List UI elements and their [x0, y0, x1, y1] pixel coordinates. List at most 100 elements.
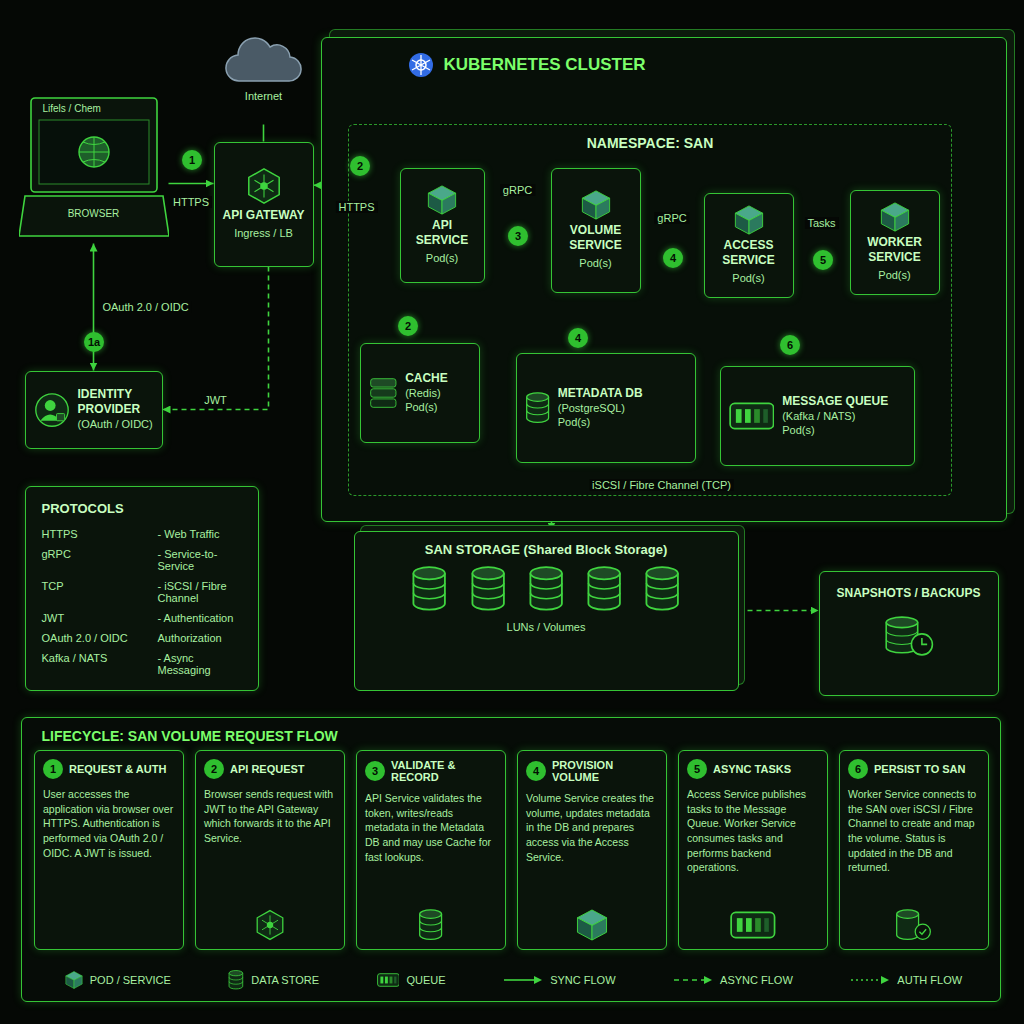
store-subtitle: (OAuth / OIDC) — [78, 417, 153, 431]
step-title: PROVISION VOLUME — [552, 759, 658, 783]
step-title: REQUEST & AUTH — [69, 763, 166, 775]
step-icon — [196, 909, 344, 941]
cube-icon — [581, 190, 611, 220]
connector-label: iSCSI / Fibre Channel (TCP) — [589, 479, 734, 491]
legend-row: POD / SERVICEDATA STOREQUEUESYNC FLOWASY… — [36, 966, 991, 994]
svc-node: WORKER SERVICEPod(s) — [850, 190, 940, 295]
step-body: Access Service publishes tasks to the Me… — [687, 787, 819, 875]
row-node: CACHE(Redis)Pod(s) — [360, 343, 480, 443]
database-check-icon — [895, 909, 932, 941]
card-node: 1 REQUEST & AUTH User accesses the applica… — [34, 750, 184, 950]
step-title: API REQUEST — [230, 763, 305, 775]
table-heading: PROTOCOLS — [42, 501, 242, 516]
card-node: 4PROVISION VOLUMEVolume Service creates … — [517, 750, 667, 950]
card-header: 5 ASYNC TASKS — [687, 759, 819, 779]
cube-icon — [65, 971, 83, 989]
protocol-use: Authorization — [158, 632, 242, 644]
callout-number: 2 — [350, 156, 370, 176]
service-title: WORKER SERVICE — [857, 235, 933, 265]
namespace-title: NAMESPACE: SAN — [349, 135, 951, 151]
k8s-node: KUBERNETES CLUSTER NAMESPACE: SAN API SERV… — [321, 37, 1007, 522]
step-icon — [357, 909, 505, 941]
row-node: IDENTITY PROVIDER(OAuth / OIDC) — [25, 371, 163, 449]
card-header: 3 VALIDATE & RECORD — [365, 759, 497, 783]
step-body: User accesses the application via browse… — [43, 787, 175, 860]
connector — [169, 183, 214, 185]
callout-number: 1a — [84, 332, 104, 352]
legend-item: ASYNC FLOW — [673, 974, 793, 986]
backup-title: SNAPSHOTS / BACKUPS — [836, 586, 980, 601]
cache-stack-icon — [369, 377, 398, 409]
connector-label: JWT — [201, 394, 230, 406]
svc-node: API SERVICE Pod(s) — [400, 168, 485, 283]
legend-text: QUEUE — [406, 974, 445, 986]
store-title: METADATA DB — [558, 386, 643, 401]
database-icon — [586, 566, 622, 612]
card-header: 2 API REQUEST — [204, 759, 336, 779]
step-number: 3 — [365, 761, 385, 781]
step-icon — [679, 909, 827, 941]
svc-node: ACCESS SERVICEPod(s) — [704, 193, 794, 298]
legend-item: SYNC FLOW — [503, 974, 615, 986]
device-label: BROWSER — [19, 208, 169, 219]
database-icon — [644, 566, 680, 612]
step-body: Worker Service connects to the SAN over … — [848, 787, 980, 875]
cube-icon — [576, 909, 608, 941]
svc-node: VOLUME SERVICEPod(s) — [551, 168, 641, 293]
store-subtitle: Pod(s) — [558, 415, 590, 429]
card-header: 1 REQUEST & AUTH — [43, 759, 175, 779]
store-title: MESSAGE QUEUE — [782, 394, 888, 409]
connector — [263, 125, 265, 142]
legend-item: DATA STORE — [228, 970, 319, 990]
cube-icon — [880, 202, 910, 232]
callout-number: 6 — [780, 335, 800, 355]
card-header: 6PERSIST TO SAN — [848, 759, 980, 779]
ns-node: NAMESPACE: SAN API SERVICE Pod(s) VOLUME SE… — [348, 124, 952, 496]
store-subtitle: Pod(s) — [405, 400, 437, 414]
store-title: IDENTITY PROVIDER — [78, 387, 154, 417]
legend-item: AUTH FLOW — [850, 974, 962, 986]
sync-line-sample — [503, 975, 543, 985]
service-subtitle: Pod(s) — [426, 251, 458, 265]
service-title: VOLUME SERVICE — [558, 223, 634, 253]
store-title: CACHE — [405, 371, 448, 386]
database-icon — [418, 909, 443, 941]
step-title: ASYNC TASKS — [713, 763, 791, 775]
snap-node: SNAPSHOTS / BACKUPS — [819, 571, 999, 696]
step-number: 5 — [687, 759, 707, 779]
text-column: CACHE(Redis)Pod(s) — [405, 371, 448, 415]
row-node: MESSAGE QUEUE(Kafka / NATS)Pod(s) — [720, 366, 915, 466]
protocol-name: HTTPS — [42, 528, 154, 540]
legend-text: DATA STORE — [251, 974, 319, 986]
protocol-use: - Service-to-Service — [158, 548, 242, 572]
gateway-icon — [245, 167, 283, 205]
step-number: 2 — [204, 759, 224, 779]
queue-icon — [377, 972, 400, 988]
callout-number: 1 — [182, 150, 202, 170]
svc-node: API GATEWAYIngress / LB — [214, 142, 314, 267]
async-line-sample — [673, 975, 713, 985]
life-node: LIFECYCLE: SAN VOLUME REQUEST FLOW1REQUE… — [21, 717, 1001, 1002]
storage-subtitle: LUNs / Volumes — [507, 620, 586, 634]
legend-item: QUEUE — [377, 972, 446, 988]
cluster-header: KUBERNETES CLUSTER — [408, 52, 646, 78]
step-number: 4 — [526, 761, 546, 781]
callout-number: 4 — [568, 328, 588, 348]
service-title: ACCESS SERVICE — [711, 238, 787, 268]
step-icon — [840, 909, 988, 941]
service-title: API SERVICE — [407, 218, 478, 248]
identity-icon — [34, 392, 70, 428]
step-title: VALIDATE & RECORD — [391, 759, 497, 783]
browser-node: Lifels / ChemBROWSER — [19, 94, 169, 244]
text-column: MESSAGE QUEUE(Kafka / NATS)Pod(s) — [782, 394, 888, 438]
connector-label: Tasks — [804, 217, 838, 229]
protocol-name: JWT — [42, 612, 154, 624]
legend-text: ASYNC FLOW — [720, 974, 793, 986]
callout-number: 3 — [508, 226, 528, 246]
service-title: API GATEWAY — [222, 208, 304, 223]
card-node: 5 ASYNC TASKS Access Service publishes tas… — [678, 750, 828, 950]
protocol-use: - iSCSI / Fibre Channel — [158, 580, 242, 604]
laptop-illustration — [19, 94, 169, 244]
step-number: 1 — [43, 759, 63, 779]
card-node: 6PERSIST TO SAN Worker Service connects t… — [839, 750, 989, 950]
